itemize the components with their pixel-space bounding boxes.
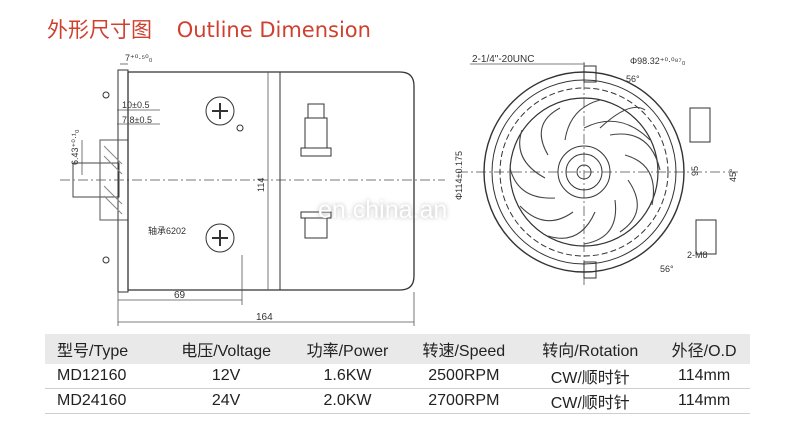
fan-outer	[509, 97, 659, 247]
dim-164: 164	[256, 312, 273, 323]
page-title: 外形尺寸图 Outline Dimension	[47, 14, 371, 44]
bearing-label: 轴承6202	[148, 225, 186, 236]
spec-header-row: 型号/Type 电压/Voltage 功率/Power 转速/Speed 转向/…	[45, 334, 750, 364]
bearing-hatch	[103, 145, 123, 215]
cell-speed: 2500RPM	[405, 364, 523, 389]
hub	[557, 145, 611, 199]
fan-blades	[509, 99, 661, 245]
dim-114: 114	[256, 178, 266, 192]
cell-power: 1.6KW	[289, 364, 406, 389]
thread-label: 2-1/4"-20UNC	[472, 54, 534, 65]
angle-56-bottom: 56°	[660, 264, 674, 274]
cell-speed: 2700RPM	[405, 388, 523, 414]
cell-od: 114mm	[658, 364, 750, 389]
header-od: 外径/O.D	[658, 334, 750, 364]
cell-type: MD12160	[45, 364, 163, 389]
dia-label: Φ114±0.175	[454, 151, 464, 200]
table-row: MD24160 24V 2.0KW 2700RPM CW/顺时针 114mm	[45, 388, 750, 414]
end-bell	[117, 69, 129, 293]
angle-56-top: 56°	[626, 74, 640, 84]
cell-power: 2.0KW	[289, 388, 406, 414]
small-screw	[102, 91, 110, 99]
terminal-bottom	[205, 223, 235, 253]
header-type: 型号/Type	[45, 334, 163, 364]
dim-10: 10±0.5	[122, 100, 149, 110]
header-voltage: 电压/Voltage	[162, 334, 290, 364]
outline-drawing: 7⁺⁰·⁵⁰₀ 10±0.5 7.8±0.5 6.43⁺⁰·¹₀ 114 69 …	[60, 53, 740, 326]
title-chinese: 外形尺寸图	[47, 18, 152, 42]
dim-95: 95	[690, 166, 700, 176]
dim-6-43: 6.43⁺⁰·¹₀	[70, 129, 80, 165]
hub-inner	[565, 153, 603, 191]
brush-holder-top	[300, 103, 332, 157]
motor-body	[127, 71, 415, 291]
bolt-circle-label: Φ98.32⁺⁰·⁰⁸⁷₀	[630, 56, 686, 66]
cell-rotation: CW/顺时针	[522, 388, 659, 414]
dim-shaft-length: 7⁺⁰·⁵⁰₀	[125, 53, 153, 63]
cell-rotation: CW/顺时针	[522, 364, 659, 389]
terminal-top	[205, 96, 235, 126]
cell-type: MD24160	[45, 388, 163, 414]
small-screw	[236, 124, 244, 132]
side-view: 7⁺⁰·⁵⁰₀ 10±0.5 7.8±0.5 6.43⁺⁰·¹₀ 114 69 …	[60, 53, 445, 326]
spec-table: 型号/Type 电压/Voltage 功率/Power 转速/Speed 转向/…	[45, 334, 750, 414]
m8-label: 2-M8	[687, 250, 708, 260]
cell-od: 114mm	[658, 388, 750, 414]
table-row: MD12160 12V 1.6KW 2500RPM CW/顺时针 114mm	[45, 364, 750, 389]
angle-45: 45°	[728, 168, 738, 182]
dimension-lines	[81, 63, 415, 326]
title-english: Outline Dimension	[176, 18, 371, 42]
mounting-studs	[583, 65, 717, 279]
dim-69: 69	[174, 290, 186, 301]
bolt-circle	[499, 87, 669, 257]
header-rotation: 转向/Rotation	[522, 334, 659, 364]
brush-holder-bottom	[300, 211, 332, 239]
shaft-end	[576, 164, 592, 180]
header-speed: 转速/Speed	[405, 334, 523, 364]
front-view: 2-1/4"-20UNC Φ98.32⁺⁰·⁰⁸⁷₀ Φ114±0.175 56…	[454, 54, 740, 285]
dim-7-8: 7.8±0.5	[122, 115, 152, 125]
watermark: en.china.an	[318, 196, 448, 224]
cell-voltage: 24V	[162, 388, 290, 414]
small-screw	[102, 256, 110, 264]
header-power: 功率/Power	[289, 334, 406, 364]
cell-voltage: 12V	[162, 364, 290, 389]
